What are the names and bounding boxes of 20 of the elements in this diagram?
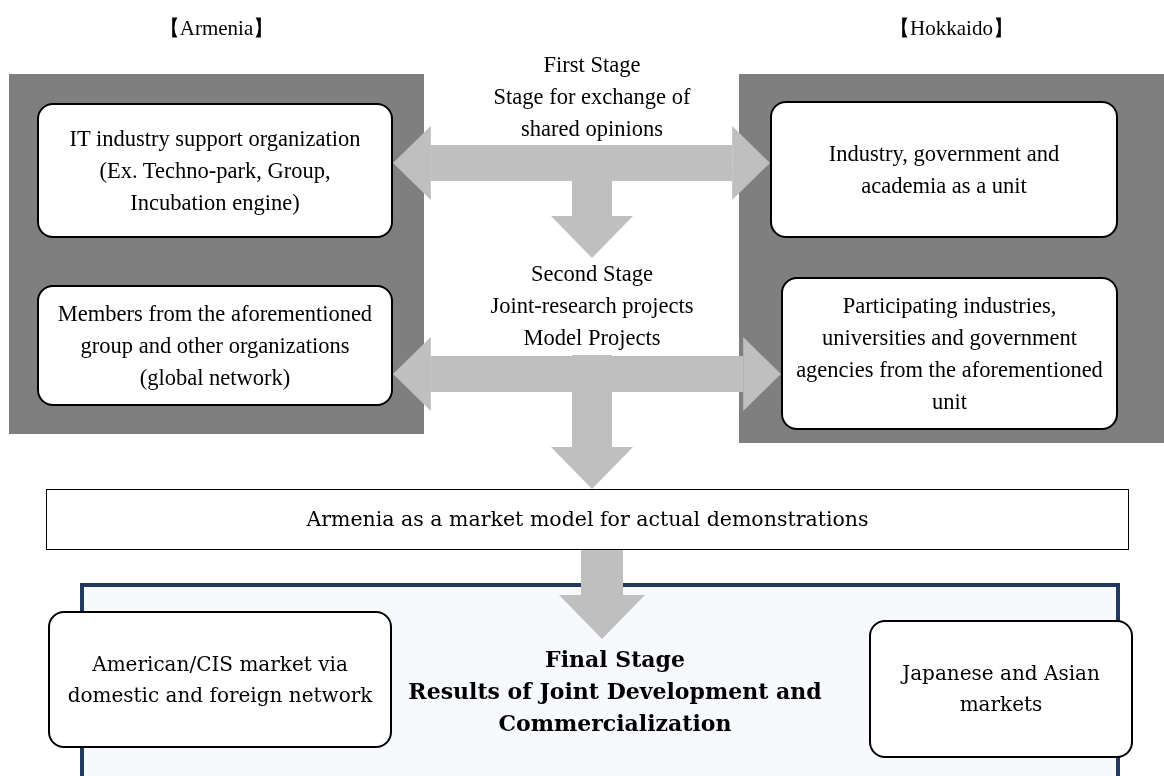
market-box: Japanese and Asian markets [869,620,1133,758]
group-heading: 【Armenia】 [158,16,275,40]
stage-description: Results of Joint Development and Commercialization [407,677,823,738]
market-box: American/CIS market via domestic and foreign network [48,611,392,748]
stage-title: Second Stage [530,260,654,288]
double-arrow [393,126,770,200]
stage-description: Model Projects [522,324,662,352]
group-heading: 【Hokkaido】 [889,16,1014,40]
stage-description: Stage for exchange of shared opinions [492,83,692,143]
stage-title: Final Stage [544,645,686,674]
stage-description: Joint-research projects [489,292,695,320]
rounded-box: Participating industries, universities and government agencies from the aforementioned unit [781,277,1118,430]
rounded-box: IT industry support organization (Ex. Techno-park, Group, Incubation engine) [37,103,393,238]
block-arrow [551,355,633,489]
stage-title: First Stage [542,51,642,79]
market-model-box: Armenia as a market model for actual demonstrations [46,489,1129,550]
rounded-box: Industry, government and academia as a unit [770,101,1118,238]
double-arrow [393,337,781,411]
rounded-box: Members from the aforementioned group and other organizations (global network) [37,285,393,406]
block-arrow [558,550,646,639]
